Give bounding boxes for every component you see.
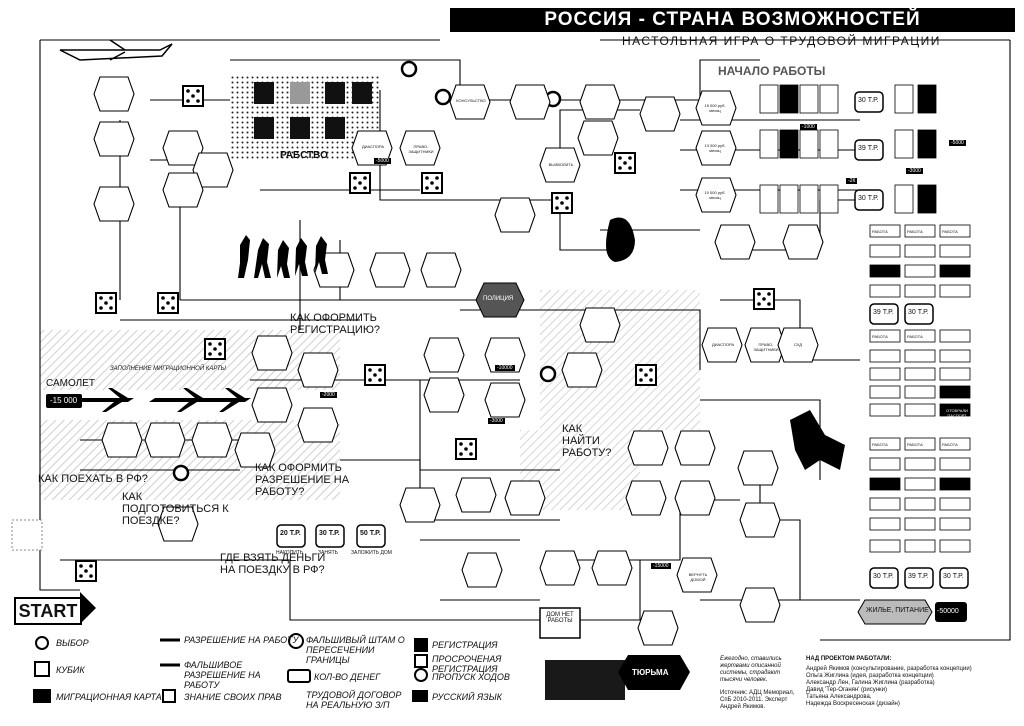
start-work-label: НАЧАЛО РАБОТЫ: [718, 64, 826, 78]
hex-label: СХД: [793, 342, 803, 347]
credits-title: НАД ПРОЕКТОМ РАБОТАЛИ:: [806, 656, 892, 662]
penalty-badge: -3000: [488, 418, 505, 424]
housing-cost: -50000: [937, 608, 959, 615]
legend-choice: ВЫБОР: [56, 638, 89, 648]
salary-top: 15 000 руб. месяц: [704, 103, 726, 113]
salary-badge: 39 Т.Р.: [908, 573, 929, 580]
work-cell: РАБОТА: [872, 442, 888, 447]
salary-badge: 30 Т.Р.: [858, 97, 879, 104]
work-cell: РАБОТА: [907, 229, 923, 234]
legend-registration: РЕГИСТРАЦИЯ: [432, 640, 498, 650]
work-cell: РАБОТА: [872, 334, 888, 339]
credits-line: Андрей Якимов (консультирование, разрабо…: [806, 666, 972, 672]
hex-label: ОТОБРАЛИ ПАСПОРТ: [946, 408, 968, 418]
work-cell: РАБОТА: [907, 442, 923, 447]
penalty-badge: -10000: [495, 365, 515, 371]
legend-fake-permit: ФАЛЬШИВОЕ РАЗРЕШЕНИЕ НА РАБОТУ: [184, 660, 261, 690]
money-option-1: НАКОПИТЬ: [276, 550, 304, 556]
question-prepare: КАК ПОДГОТОВИТЬСЯ К ПОЕЗДКЕ?: [122, 491, 229, 527]
question-go-to-rf: КАК ПОЕХАТЬ В РФ?: [38, 473, 148, 485]
credits-line: Надежда Воскресенская (дизайн): [806, 701, 900, 707]
plane-label: САМОЛЕТ: [46, 378, 96, 389]
penalty-badge: -1000: [800, 124, 817, 130]
money-option-3: ЗАЛОЖИТЬ ДОМ: [351, 550, 392, 556]
work-cell: РАБОТА: [942, 229, 958, 234]
credits-line: Ольга Жиглина (идея, разработка концепци…: [806, 673, 934, 679]
credits-source: Источник: АДЦ Мемориал, СпБ 2010-2011. Э…: [720, 690, 795, 710]
housing-label: ЖИЛЬЕ, ПИТАНИЕ: [866, 607, 929, 614]
question-money: ГДЕ ВЗЯТЬ ДЕНЬГИ НА ПОЕЗДКУ В РФ?: [220, 552, 326, 576]
slavery-label: РАБСТВО: [280, 150, 328, 161]
page-subtitle: НАСТОЛЬНАЯ ИГРА О ТРУДОВОЙ МИГРАЦИИ: [622, 34, 941, 48]
prison-label: ТЮРЬМА: [632, 668, 669, 677]
legend-dice: КУБИК: [56, 665, 85, 675]
question-permit: КАК ОФОРМИТЬ РАЗРЕШЕНИЕ НА РАБОТУ?: [255, 462, 350, 498]
legend-fake-stamp: ФАЛЬШИВЫЙ ШТАМ О ПЕРЕСЕЧЕНИИ ГРАНИЦЫ: [306, 635, 405, 665]
money-option-2: ЗАНЯТЬ: [318, 550, 338, 556]
legend-migration-card: МИГРАЦИОННАЯ КАРТА: [56, 692, 162, 702]
credits-line: Александр Лен, Галина Жиглина (разработк…: [806, 680, 935, 686]
hex-label: КОНСУЛЬСТВО: [456, 98, 486, 103]
home-label: ДОМ НЕТ РАБОТЫ: [546, 612, 574, 624]
legend-russian: РУССКИЙ ЯЗЫК: [432, 692, 502, 702]
plane-cost: -15 000: [50, 396, 78, 405]
hex-label: ВЕРНУТЬ ДОМОЙ: [688, 572, 708, 582]
legend-expired-registration: ПРОСРОЧЕНАЯ РЕГИСТРАЦИЯ: [432, 654, 502, 674]
hex-label: ДИАСПОРА: [711, 342, 735, 347]
legend-work-permit: РАЗРЕШЕНИЕ НА РАБОТУ: [184, 635, 299, 645]
legend-contract: ТРУДОВОЙ ДОГОВОР НА РЕАЛЬНУЮ З/П: [306, 690, 402, 710]
salary-badge: 39 Т.Р.: [873, 309, 894, 316]
legend-money: КОЛ-ВО ДЕНЕГ: [314, 672, 381, 682]
work-grid: [759, 84, 971, 553]
legend-icons: [33, 633, 428, 703]
work-cell: РАБОТА: [907, 334, 923, 339]
hex-label: ВЫЗВОЛИТЬ: [548, 162, 574, 167]
hex-label: ДИАСПОРА: [361, 144, 385, 149]
migration-card-label: ЗАПОЛНЕНИЕ МИГРАЦИОННОЙ КАРТЫ: [110, 366, 226, 372]
penalty-badge: -15000: [651, 563, 671, 569]
penalty-badge: -5000: [949, 140, 966, 146]
page-title: РОССИЯ - СТРАНА ВОЗМОЖНОСТЕЙ: [450, 8, 1015, 32]
hex-label: ПРАВО-ЗАЩИТНИКИ: [408, 144, 434, 154]
penalty-badge: -2К: [846, 178, 858, 184]
hex-label: ПРАВО-ЗАЩИТНИКИ: [753, 342, 779, 352]
penalty-badge: -3000: [906, 168, 923, 174]
credits-line: Татьяна Александрова,: [806, 694, 872, 700]
credits-line: Давид 'Тер-Оганян' (рисунки): [806, 687, 887, 693]
legend-rights: ЗНАНИЕ СВОИХ ПРАВ: [184, 692, 282, 702]
legend-skip: ПРОПУСК ХОДОВ: [432, 672, 510, 682]
money-amount-3: 50 Т.Р.: [360, 530, 381, 537]
question-find-work: КАК НАЙТИ РАБОТУ?: [562, 423, 612, 459]
work-cell: РАБОТА: [872, 229, 888, 234]
credits-note: Ежегодно, ставились жертвами описанной с…: [720, 656, 782, 683]
salary-badge: 30 Т.Р.: [908, 309, 929, 316]
money-amount-2: 30 Т.Р.: [319, 530, 340, 537]
salary-badge: 30 Т.Р.: [943, 573, 964, 580]
salary-badge: 39 Т.Р.: [858, 145, 879, 152]
money-amount-1: 20 Т.Р.: [280, 530, 301, 537]
penalty-badge: -5000: [374, 158, 391, 164]
work-cell: РАБОТА: [942, 442, 958, 447]
salary-top: 10 000 руб. месяц: [704, 190, 726, 200]
penalty-badge: -2000: [320, 392, 337, 398]
question-registration: КАК ОФОРМИТЬ РЕГИСТРАЦИЮ?: [290, 312, 381, 336]
salary-top: 13 000 руб. месяц: [704, 143, 726, 153]
start-button[interactable]: START: [14, 597, 82, 625]
salary-badge: 30 Т.Р.: [858, 195, 879, 202]
police-label: ПОЛИЦИЯ: [483, 296, 514, 302]
salary-badge: 30 Т.Р.: [873, 573, 894, 580]
